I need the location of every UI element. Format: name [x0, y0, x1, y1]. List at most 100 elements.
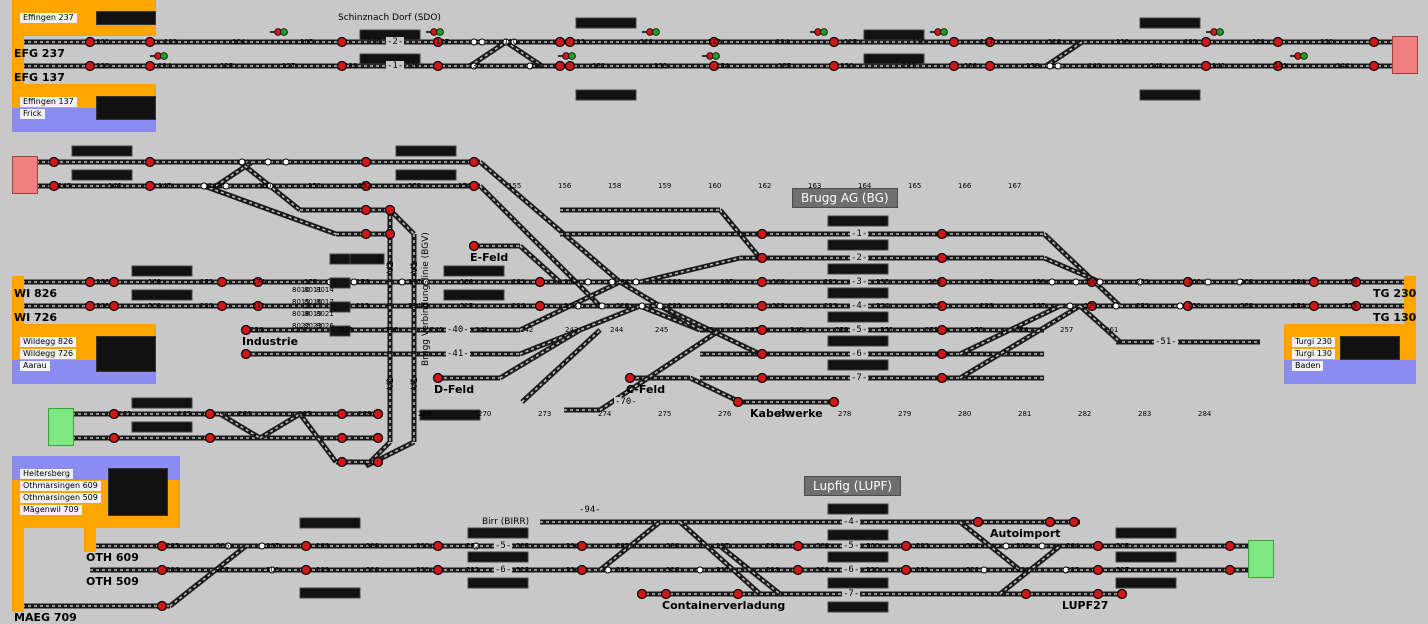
signal-light	[708, 60, 720, 72]
signal-number: 154	[458, 182, 472, 190]
signal-light	[252, 276, 264, 288]
signal-number: 211	[252, 302, 265, 310]
signal-light	[534, 276, 546, 288]
signal-number: 164	[858, 182, 872, 190]
track-segment	[719, 545, 781, 595]
signal-number: 195	[980, 278, 993, 286]
signal-number: 135	[778, 62, 791, 70]
signal-number: 246	[700, 326, 714, 334]
block-display	[131, 397, 193, 409]
switch-point	[222, 182, 230, 190]
track-segment	[688, 375, 742, 405]
switch-point	[608, 278, 616, 286]
track-label-bg-6: -6-	[850, 349, 869, 359]
track-label-bg-41: -41-	[446, 349, 470, 359]
signal-number: 253	[970, 326, 983, 334]
signal-head	[1206, 28, 1224, 36]
signal-number: 182	[564, 278, 577, 286]
signal-light	[336, 60, 348, 72]
signal-number: 237	[295, 326, 308, 334]
signal-light	[984, 60, 996, 72]
block-display	[299, 587, 361, 599]
wi-panel-item: Wildegg 726	[20, 349, 77, 359]
signal-number: 160	[708, 182, 721, 190]
signal-number: 303	[1016, 542, 1029, 550]
signal-light	[936, 324, 948, 336]
track-segment	[1045, 41, 1083, 67]
signal-light	[624, 372, 636, 384]
block-display	[131, 265, 193, 277]
signal-number: 105	[300, 38, 313, 46]
track-segment	[479, 185, 601, 307]
block-display	[419, 409, 481, 421]
signal-number: 250	[835, 326, 848, 334]
signal-number: 212	[304, 302, 317, 310]
block-display	[827, 287, 889, 299]
switch-point	[574, 302, 582, 310]
signal-light	[432, 564, 444, 576]
signal-light	[48, 156, 60, 168]
signal-light	[144, 36, 156, 48]
signal-number: 265	[178, 410, 191, 418]
signal-number: 297	[716, 542, 729, 550]
signal-light	[732, 588, 744, 600]
place-industrie: Industrie	[242, 335, 299, 348]
signal-light	[108, 300, 120, 312]
signal-light	[108, 432, 120, 444]
block-display	[1115, 577, 1177, 589]
track-segment	[999, 545, 1061, 595]
signal-light	[384, 204, 396, 216]
place-wi726: WI 726	[14, 311, 58, 324]
signal-light	[156, 600, 168, 612]
signal-number: 110	[504, 38, 517, 46]
block-display	[1115, 551, 1177, 563]
signal-light	[756, 348, 768, 360]
signal-light	[160, 52, 168, 60]
signal-light	[568, 52, 576, 60]
signal-light	[1182, 276, 1194, 288]
track-label-bg-4: -4-	[850, 301, 869, 311]
signal-light	[372, 408, 384, 420]
signal-number: 132	[592, 62, 605, 70]
signal-light	[156, 540, 168, 552]
signal-number: 284	[1198, 410, 1212, 418]
signal-number: 124	[158, 62, 172, 70]
signal-light	[1300, 52, 1308, 60]
signal-number: 293	[516, 542, 529, 550]
signal-number: 322	[966, 566, 979, 574]
block-display	[467, 577, 529, 589]
signal-number: 116	[912, 38, 926, 46]
switch-point	[980, 566, 988, 574]
signal-number: 310	[366, 566, 379, 574]
wi-panel-item: Wildegg 826	[20, 337, 77, 347]
block-display	[1139, 89, 1201, 101]
signal-number: 269	[418, 410, 431, 418]
switch-point	[470, 62, 478, 70]
signal-light	[828, 396, 840, 408]
signal-number: 219	[616, 302, 629, 310]
track-segment	[388, 208, 416, 236]
block-display	[71, 169, 133, 181]
signal-number: 117	[980, 38, 993, 46]
red-end-block	[12, 156, 38, 194]
signal-number: 248	[790, 326, 803, 334]
switch-point	[478, 38, 486, 46]
signal-number: 118	[1048, 38, 1061, 46]
block-display	[1139, 17, 1201, 29]
signal-number: 8014	[316, 286, 334, 294]
signal-light	[108, 276, 120, 288]
block-display	[395, 145, 457, 157]
track-label-lupf-7: -7-	[842, 589, 861, 599]
oth-panel: Heitersberg Othmarsingen 609 Othmarsinge…	[12, 456, 180, 528]
signal-light	[144, 180, 156, 192]
signal-number: 104	[232, 38, 246, 46]
red-end-block	[1392, 36, 1418, 74]
signal-light	[1272, 36, 1284, 48]
signal-number: 151	[308, 182, 321, 190]
signal-light	[360, 156, 372, 168]
signal-light	[984, 36, 996, 48]
block-display	[827, 359, 889, 371]
switch-point	[598, 302, 606, 310]
signal-light	[554, 36, 566, 48]
